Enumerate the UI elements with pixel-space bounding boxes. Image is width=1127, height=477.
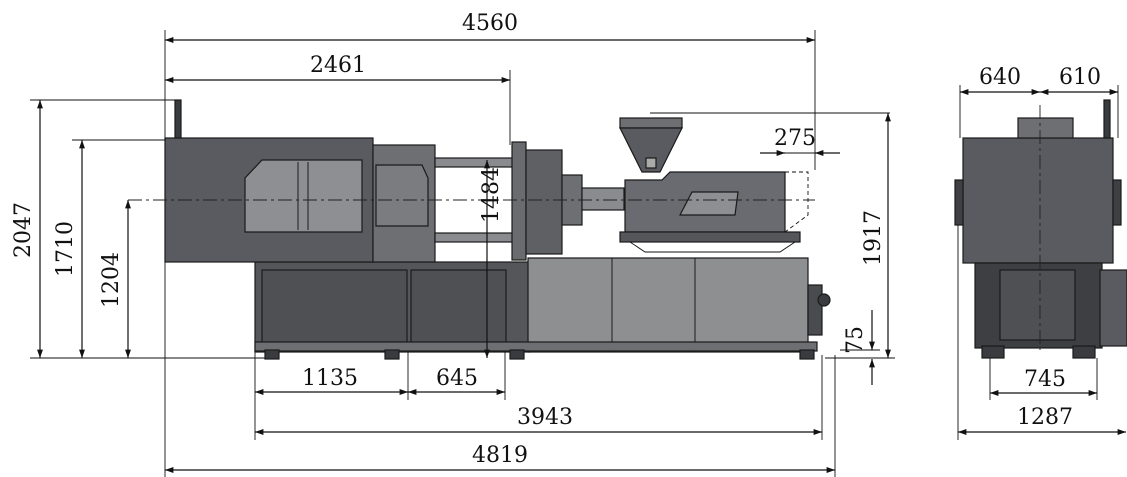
dim-label: 4819 bbox=[472, 443, 528, 468]
injection-barrel bbox=[581, 187, 625, 211]
side-view-machine bbox=[954, 99, 1127, 359]
front-view-machine bbox=[164, 99, 831, 360]
dim-label: 3943 bbox=[517, 405, 573, 430]
dim-center-height: 1204 bbox=[99, 200, 131, 358]
dim-foot-height: 75 bbox=[840, 310, 880, 385]
hopper-top bbox=[619, 117, 683, 129]
dim-label: 2461 bbox=[310, 53, 366, 78]
dim-base-segments: 1135 645 bbox=[254, 352, 506, 440]
side-body bbox=[962, 137, 1114, 264]
fixed-platen bbox=[511, 141, 527, 261]
hopper bbox=[619, 127, 683, 173]
pump-motor bbox=[807, 284, 823, 336]
base-panel-mid bbox=[410, 269, 507, 347]
dim-base-length: 3943 bbox=[255, 355, 823, 440]
side-hopper bbox=[1017, 117, 1074, 139]
door-window bbox=[375, 164, 429, 227]
dim-label: 745 bbox=[1024, 367, 1066, 392]
foot bbox=[509, 349, 525, 360]
dim-label: 640 bbox=[979, 65, 1021, 90]
signal-lamp bbox=[174, 99, 182, 139]
platen-plate bbox=[525, 149, 563, 255]
injection-cabinet bbox=[527, 257, 809, 353]
foot bbox=[264, 349, 280, 360]
dim-overall-length: 4819 bbox=[164, 262, 836, 477]
foot bbox=[384, 349, 400, 360]
dim-cabinet-height: 1710 bbox=[53, 139, 165, 358]
tie-bar-upper bbox=[434, 157, 516, 168]
dim-clamp-length: 2461 bbox=[165, 53, 511, 145]
dim-overall-top: 4560 bbox=[164, 11, 816, 170]
dim-label: 75 bbox=[843, 326, 868, 354]
dim-label: 275 bbox=[774, 126, 816, 151]
dim-label: 645 bbox=[436, 366, 478, 391]
base-strip bbox=[254, 341, 818, 352]
dim-label: 2047 bbox=[11, 202, 36, 258]
tie-bar-lower bbox=[434, 232, 516, 243]
dim-hopper-height: 1917 bbox=[825, 112, 895, 359]
dim-platen-height: 1484 bbox=[479, 160, 504, 358]
dim-side-top: 640 610 bbox=[959, 65, 1119, 138]
dim-label: 1287 bbox=[1017, 405, 1073, 430]
dim-side-foot-span: 745 bbox=[989, 358, 1098, 400]
dim-nozzle-offset: 275 bbox=[760, 126, 840, 156]
dim-label: 1917 bbox=[861, 210, 886, 266]
dim-label: 610 bbox=[1059, 65, 1101, 90]
dim-side-width: 1287 bbox=[957, 225, 1127, 440]
dim-total-height: 2047 bbox=[11, 99, 265, 359]
dim-label: 1135 bbox=[302, 366, 358, 391]
dim-label: 4560 bbox=[462, 11, 518, 36]
dim-label: 1710 bbox=[53, 221, 78, 277]
foot bbox=[799, 349, 815, 360]
guard-window bbox=[244, 159, 363, 233]
injection-window bbox=[679, 191, 739, 216]
dim-label: 1484 bbox=[479, 167, 504, 223]
base-panel-left bbox=[261, 269, 408, 347]
dim-label: 1204 bbox=[99, 252, 124, 308]
